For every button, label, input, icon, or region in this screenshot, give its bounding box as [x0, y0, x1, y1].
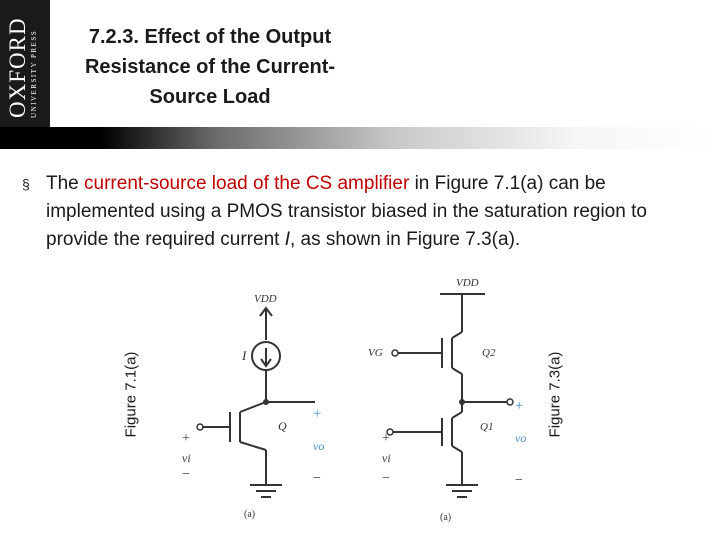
vdd-label-right: VDD	[456, 277, 479, 289]
q1-label: Q1	[480, 421, 493, 433]
transistor-q-label: Q	[278, 419, 287, 433]
circuit-diagram-left: VDD I Q + vo − + vi − (a)	[182, 293, 324, 520]
current-source-label: I	[241, 348, 247, 363]
output-plus-left: +	[313, 406, 321, 422]
output-voltage-left: vo	[313, 439, 324, 453]
bullet-marker: §	[22, 176, 30, 192]
title-line-3: Source Load	[149, 86, 271, 108]
input-plus-right: +	[382, 431, 390, 446]
logo-subtitle: UNIVERSITY PRESS	[30, 29, 38, 118]
bullet-current-symbol: I	[284, 229, 290, 250]
bullet-text-end: , as shown in Figure 7.3(a).	[289, 229, 521, 250]
bullet-highlight: current-source load of the CS amplifier	[84, 173, 410, 194]
output-voltage-right: vo	[515, 431, 526, 445]
output-minus-right: −	[515, 473, 523, 488]
bullet-paragraph: § The current-source load of the CS ampl…	[22, 170, 712, 254]
bullet-text-middle: in Figure 7.1(a) can be implemented usin…	[46, 173, 647, 250]
bullet-text-start: The	[46, 173, 85, 194]
vdd-label-left: VDD	[254, 293, 277, 305]
q2-label: Q2	[482, 347, 496, 359]
header-gradient-rule	[0, 127, 720, 149]
input-minus-left: −	[182, 467, 190, 482]
caption-left: (a)	[244, 509, 255, 520]
title-line-2: Resistance of the Current-	[84, 56, 336, 78]
title-line-1: 7.2.3. Effect of the Output	[88, 26, 332, 48]
logo-name: OXFORD	[5, 17, 30, 118]
input-voltage-right: vi	[382, 451, 391, 465]
input-plus-left: +	[182, 431, 190, 446]
caption-right: (a)	[440, 512, 451, 523]
oxford-logo: OXFORD UNIVERSITY PRESS	[0, 0, 50, 128]
input-minus-right: −	[382, 471, 390, 486]
slide-title: 7.2.3. Effect of the Output Resistance o…	[70, 22, 350, 112]
vg-label: VG	[368, 347, 383, 359]
circuit-diagram-right: VDD VG Q2 Q1 + vo − + vi − (a)	[368, 277, 526, 523]
output-minus-left: −	[313, 471, 321, 486]
figure-label-left: Figure 7.1(a)	[122, 351, 140, 438]
input-voltage-left: vi	[182, 451, 191, 465]
output-plus-right: +	[515, 398, 523, 414]
